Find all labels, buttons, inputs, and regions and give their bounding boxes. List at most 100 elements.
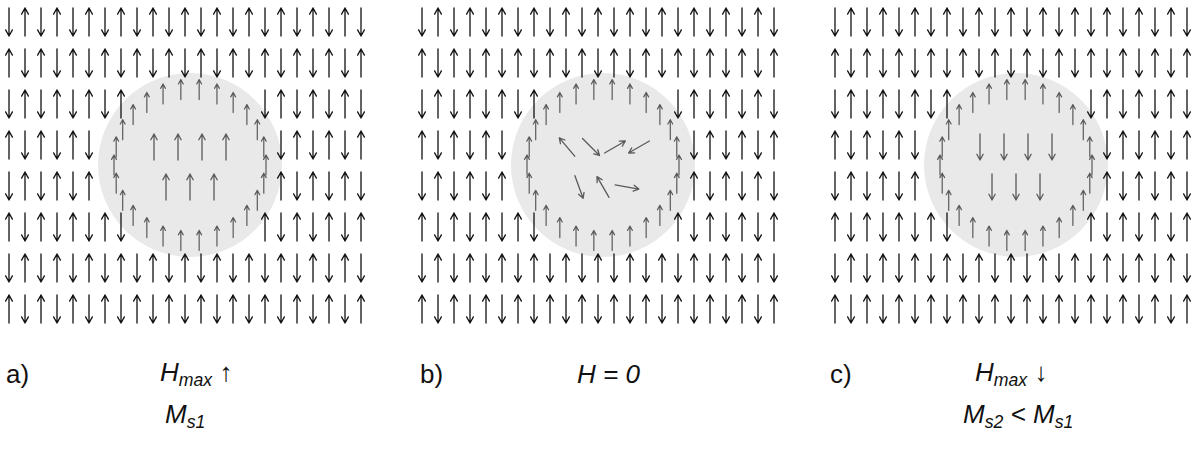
spin-arrow [358,8,365,36]
spin-arrow [1120,49,1127,77]
spin-arrow [342,90,349,118]
interface-spin [197,230,202,250]
spin-arrow [86,49,93,77]
core-spin [629,141,650,153]
field-label: Hmax ↓ [975,358,1047,388]
spin-arrow [864,131,871,159]
spin-arrow [1024,49,1031,77]
spin-arrow [880,49,887,77]
interface-spin [657,105,662,125]
spin-arrow [451,254,458,282]
core-spin [175,134,181,160]
lattice-panel [6,8,365,323]
core-spin [163,174,169,200]
spin-arrow [1040,295,1047,323]
interface-spin [1004,80,1009,100]
interface-spin [970,218,975,238]
spin-arrow [1024,8,1031,36]
spin-arrow [944,8,951,36]
spin-arrow [294,172,301,200]
spin-arrow [1120,172,1127,200]
spin-arrow [150,8,157,36]
spin-arrow [691,172,698,200]
spin-arrow [1168,131,1175,159]
spin-arrow [771,295,778,323]
interface-spin [1090,155,1095,175]
spin-arrow [1008,295,1015,323]
spin-arrow [6,213,13,241]
spin-arrow [102,8,109,36]
spin-arrow [38,254,45,282]
spin-arrow [102,90,109,118]
spin-arrow [848,8,855,36]
interface-spin [178,80,183,100]
spin-arrow [499,131,506,159]
spin-arrow [118,254,125,282]
spin-arrow [515,8,522,36]
spin-arrow [326,213,333,241]
spin-arrow [976,254,983,282]
spin-arrow [198,8,205,36]
spin-arrow [691,213,698,241]
spin-arrow [771,213,778,241]
interface-spin [114,137,119,157]
spin-arrow [675,295,682,323]
spin-arrow [435,172,442,200]
spin-arrow [278,295,285,323]
spin-arrow [707,49,714,77]
spin-arrow [611,295,618,323]
spin-arrow [435,131,442,159]
spin-arrow [707,172,714,200]
spin-arrow [880,8,887,36]
interface-spin [1087,173,1092,193]
spin-arrow [22,254,29,282]
spin-arrow [1072,49,1079,77]
spin-arrow [1136,295,1143,323]
spin-arrow [611,8,618,36]
spin-arrow [707,254,714,282]
spin-arrow [310,254,317,282]
interface-spin [261,173,266,193]
spin-arrow [358,49,365,77]
interface-spin [970,92,975,112]
spin-arrow [880,90,887,118]
interface-spin [244,205,249,225]
spin-arrow [54,295,61,323]
spin-arrow [435,8,442,36]
spin-arrow [246,49,253,77]
spin-arrow [86,254,93,282]
core-spin [597,177,609,198]
spin-arrow [1184,254,1191,282]
spin-arrow [102,254,109,282]
spin-arrow [896,172,903,200]
interface-spin [1023,230,1028,250]
spin-arrow [880,213,887,241]
interface-spin [525,155,530,175]
spin-arrow [310,90,317,118]
spin-arrow [70,254,77,282]
spin-arrow [451,49,458,77]
interface-spin [197,80,202,100]
spin-arrow [6,172,13,200]
core-spin [605,141,626,153]
spin-arrow [499,90,506,118]
spin-arrow [326,90,333,118]
spin-arrow [435,295,442,323]
spin-arrow [1024,295,1031,323]
spin-arrow [1120,8,1127,36]
spin-arrow [310,8,317,36]
spin-arrow [483,49,490,77]
spin-arrow [310,172,317,200]
spin-arrow [739,131,746,159]
spin-arrow [1104,49,1111,77]
interface-spin [131,205,136,225]
spin-arrow [150,295,157,323]
spin-arrow [739,295,746,323]
spin-arrow [531,8,538,36]
spin-arrow [928,295,935,323]
spin-arrow [723,131,730,159]
spin-arrow [1008,254,1015,282]
interface-spin [987,226,992,246]
spin-arrow [643,8,650,36]
interface-spin [114,173,119,193]
